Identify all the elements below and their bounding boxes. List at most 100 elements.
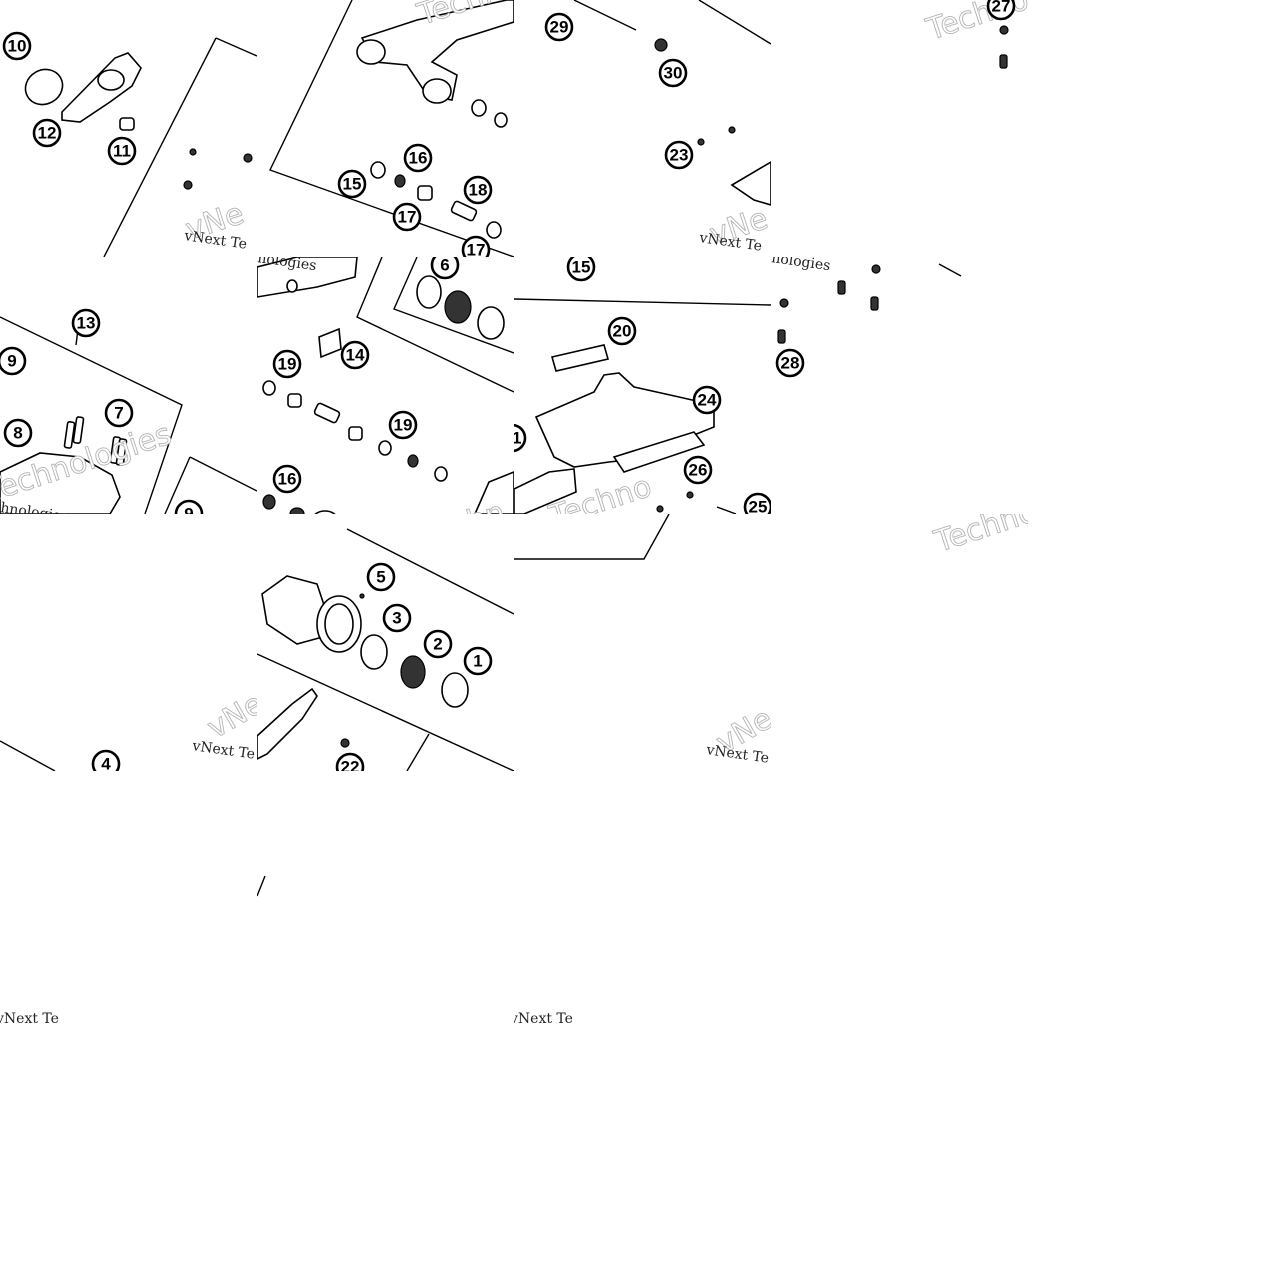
callout-27: 27 (986, 0, 1016, 21)
callout-4: 4 (91, 749, 121, 771)
svg-text:27: 27 (992, 0, 1011, 16)
axle-part (573, 0, 637, 31)
washer-part (871, 264, 881, 274)
diagram-tile-r1c1: nologies Techn 6 14 19 19 16 (257, 257, 514, 514)
seal-ring-part (471, 99, 487, 117)
svg-text:3: 3 (392, 609, 401, 628)
watermark-text: vNext Te (190, 738, 256, 763)
pivot-sleeve-part (313, 402, 341, 424)
spacer-bushing-part (119, 117, 135, 131)
svg-text:28: 28 (781, 354, 800, 373)
callout-24: 24 (692, 385, 722, 415)
assembly-frame-line (514, 298, 771, 306)
svg-text:20: 20 (613, 322, 632, 341)
seal-ring-part (486, 221, 502, 239)
bolt-part (999, 54, 1008, 69)
svg-text:6: 6 (440, 257, 449, 275)
assembly-frame-line (257, 875, 266, 897)
bolt-part (189, 148, 197, 156)
seal-ring-part (262, 380, 276, 396)
watermark-text: nologies (771, 257, 831, 274)
bolt-part (183, 180, 193, 190)
wheel-bearing-part (400, 655, 426, 689)
swingarm-part (360, 0, 514, 101)
guard-lower-part (612, 431, 706, 473)
svg-text:2: 2 (433, 635, 442, 654)
callout-7: 7 (104, 398, 134, 428)
diagram-tile-r0c3: Techno 27 (771, 0, 1028, 257)
shaft-seal-part (441, 672, 469, 708)
callout-21: 21 (514, 423, 527, 453)
bolt-part (777, 329, 786, 344)
diagram-tile-r3c2: Techno vNext Te (514, 771, 771, 1028)
bolt-part (837, 280, 846, 295)
seal-ring-part (378, 440, 392, 456)
svg-text:25: 25 (749, 498, 768, 515)
assembly-frame-line (257, 653, 514, 771)
swingarm-pivot-tube (356, 39, 386, 65)
svg-text:11: 11 (113, 142, 131, 161)
diagram-tile-r3c3 (771, 771, 1028, 1028)
watermark-text: vNe (202, 686, 258, 746)
washer-part (686, 491, 694, 499)
watermark-text: Techno (930, 514, 1028, 560)
svg-text:16: 16 (278, 470, 297, 489)
washer-part (728, 126, 736, 134)
caliper-support-part (0, 452, 121, 514)
sleeve-part (287, 393, 302, 408)
watermark-text: vNext Te (704, 742, 770, 767)
swingarm-pivot-tube (422, 78, 452, 104)
callout-19: 19 (272, 349, 302, 379)
svg-text:9: 9 (7, 352, 16, 371)
callout-12: 12 (32, 118, 62, 148)
callout-29: 29 (544, 12, 574, 42)
diagram-tile-r2c1: Techn 5 3 2 1 22 (257, 514, 514, 771)
svg-text:17: 17 (467, 241, 486, 258)
callout-11: 11 (107, 136, 137, 166)
bolt-part (870, 296, 879, 311)
assembly-frame-line (406, 733, 430, 771)
watermark-text: vNext Te (0, 1011, 59, 1027)
callout-16: 16 (272, 464, 302, 494)
seal-ring-part (370, 161, 386, 179)
diagram-tile-r2c3: Techno (771, 514, 1028, 771)
seal-ring-part (494, 112, 508, 128)
assembly-frame-line (215, 37, 257, 57)
o-ring-part (24, 68, 64, 106)
watermark-text: vNext Te (514, 1011, 573, 1027)
watermark-text: Techn (416, 495, 510, 514)
seal-ring-part (434, 466, 448, 482)
label-plate-part (318, 327, 342, 359)
callout-20: 20 (607, 316, 637, 346)
screw-part (340, 738, 350, 748)
diagram-tile-r3c0: Techno vNext Te (0, 771, 257, 1028)
callout-26: 26 (683, 455, 713, 485)
svg-text:24: 24 (698, 391, 717, 410)
callout-6: 6 (430, 257, 460, 280)
swingarm-end-part (514, 468, 577, 514)
assembly-frame-line (514, 514, 670, 560)
diagram-tile-r1c3: nologies 28 (771, 257, 1028, 514)
callout-15: 15 (566, 257, 596, 282)
spacer-ring-part (360, 634, 388, 670)
callout-16: 16 (403, 143, 433, 173)
svg-text:1: 1 (473, 652, 482, 671)
diagram-tile-r2c0: vNe vNext Te 4 (0, 514, 257, 771)
callout-19: 19 (388, 410, 418, 440)
washer-part (999, 25, 1009, 35)
sleeve-part (348, 426, 363, 441)
callout-17: 17 (392, 202, 422, 232)
chain-slider-part (257, 687, 318, 760)
svg-text:10: 10 (8, 37, 27, 56)
pivot-sleeve-part (450, 200, 478, 222)
hub-bore (324, 603, 354, 645)
callout-28: 28 (775, 348, 805, 378)
chain-slider-pad-part (550, 344, 610, 372)
callout-9: 9 (174, 499, 204, 514)
svg-text:7: 7 (114, 404, 123, 423)
callout-18: 18 (463, 175, 493, 205)
diagram-tile-r0c1: Techno 16 15 18 17 17 (257, 0, 514, 257)
svg-text:16: 16 (409, 149, 428, 168)
svg-text:15: 15 (343, 175, 362, 194)
bearing-part (262, 494, 276, 510)
